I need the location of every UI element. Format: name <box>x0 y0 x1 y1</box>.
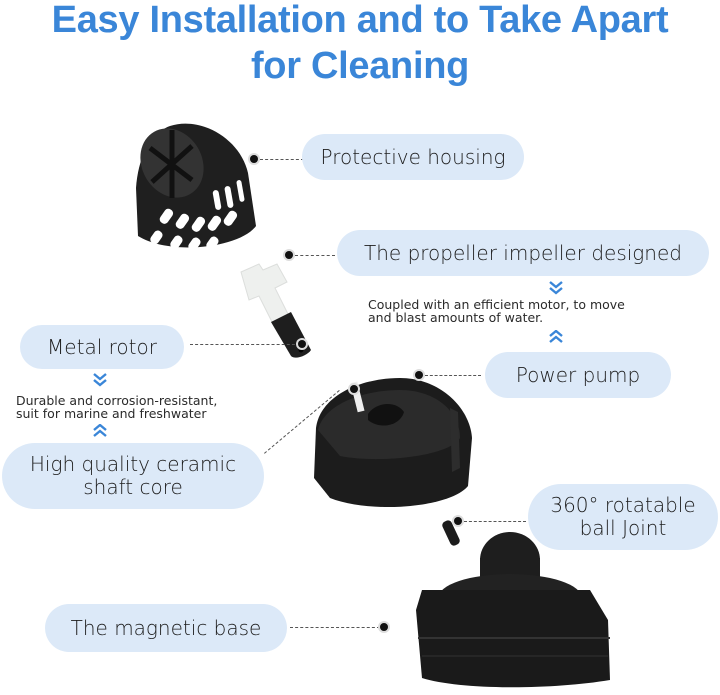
protective-housing-image <box>136 123 256 252</box>
propeller-description-line-1: Coupled with an efficient motor, to move <box>368 297 625 312</box>
label-ball-joint-line-2: ball Joint <box>579 516 667 540</box>
label-ball-joint-line-1: 360° rotatable <box>550 493 696 517</box>
propeller-description-line-2: and blast amounts of water. <box>368 310 544 325</box>
anchor-dot-magnetic-base <box>380 623 388 631</box>
anchor-dot-power-pump <box>415 371 423 379</box>
double-chevron-down-icon <box>93 373 107 387</box>
label-metal-rotor: Metal rotor <box>20 325 184 369</box>
rotor-description-line-1: Durable and corrosion-resistant, <box>16 393 218 408</box>
leader-line-ball-joint <box>464 521 526 522</box>
anchor-dot-housing <box>250 155 258 163</box>
anchor-dot-propeller <box>285 251 293 259</box>
label-ball-joint: 360° rotatable ball Joint <box>528 484 718 550</box>
leader-line-magnetic-base <box>290 627 380 628</box>
double-chevron-up-icon <box>93 424 107 437</box>
leader-line-power-pump <box>425 375 481 376</box>
title-line-1: Easy Installation and to Take Apart <box>51 0 669 41</box>
label-propeller-impeller: The propeller impeller designed <box>337 230 709 276</box>
propeller-description: Coupled with an efficient motor, to move… <box>368 298 625 324</box>
magnetic-base-image <box>416 520 610 688</box>
label-metal-rotor-text: Metal rotor <box>47 334 157 359</box>
label-magnetic-base-text: The magnetic base <box>70 615 262 640</box>
label-power-pump: Power pump <box>485 352 671 398</box>
anchor-dot-rotor <box>298 340 306 348</box>
label-ceramic-shaft-core: High quality ceramic shaft core <box>2 443 264 509</box>
double-chevron-down-icon <box>549 281 563 295</box>
leader-line-propeller <box>295 255 335 256</box>
label-propeller-impeller-text: The propeller impeller designed <box>364 240 682 265</box>
rotor-description: Durable and corrosion-resistant, suit fo… <box>16 394 217 420</box>
title-line-2: for Cleaning <box>250 45 470 87</box>
label-protective-housing: Protective housing <box>302 134 524 180</box>
anchor-dot-ceramic-shaft <box>350 385 358 393</box>
label-protective-housing-text: Protective housing <box>320 144 506 169</box>
anchor-dot-ball-joint <box>454 517 462 525</box>
label-power-pump-text: Power pump <box>515 362 641 387</box>
power-pump-image <box>314 378 472 508</box>
double-chevron-up-icon <box>549 330 563 343</box>
leader-line-rotor <box>190 344 300 345</box>
label-ceramic-line-2: shaft core <box>83 475 183 499</box>
label-magnetic-base: The magnetic base <box>45 604 287 652</box>
label-ceramic-line-1: High quality ceramic <box>29 452 237 476</box>
rotor-description-line-2: suit for marine and freshwater <box>16 406 207 421</box>
leader-line-housing <box>260 159 304 160</box>
